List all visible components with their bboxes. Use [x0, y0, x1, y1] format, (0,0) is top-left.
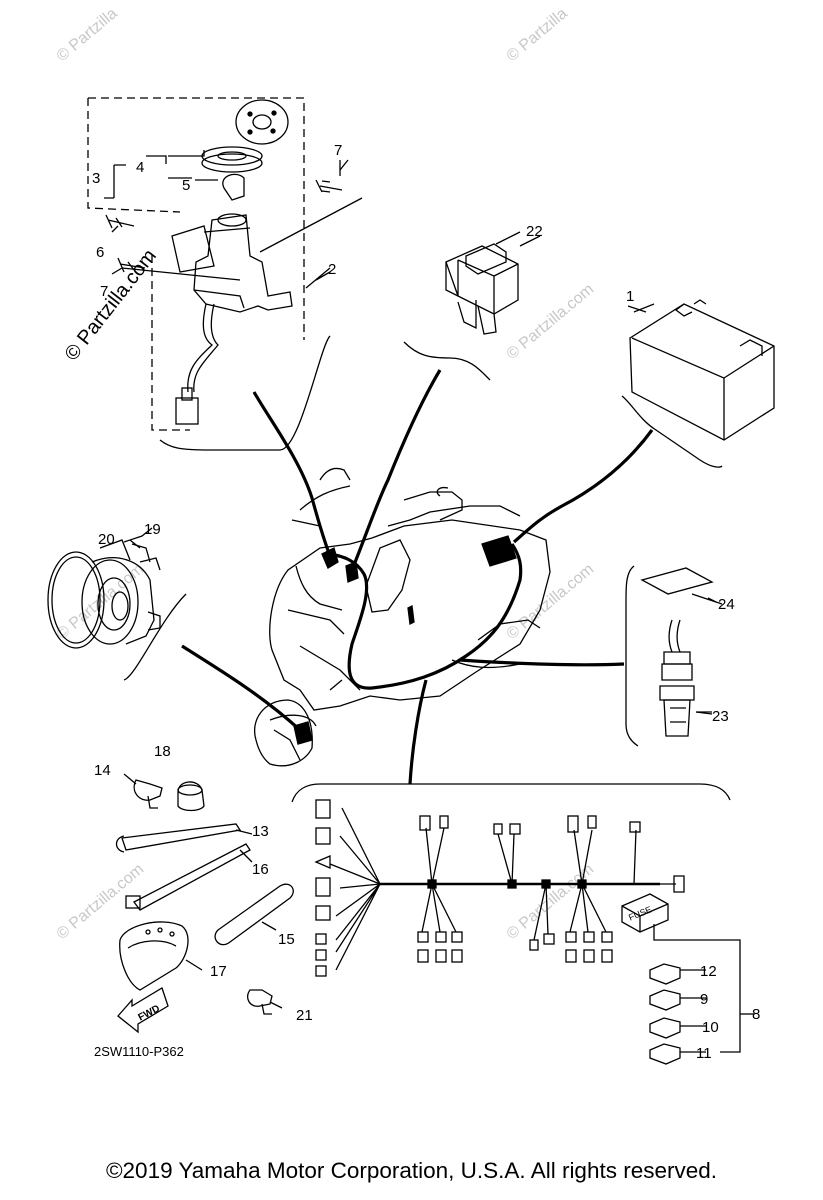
watermark: © Partzilla.com	[504, 561, 598, 643]
side-watermark: © Partzilla.com	[61, 245, 161, 365]
watermark: © Partzilla	[504, 5, 571, 65]
battery-1	[621, 299, 775, 468]
callout-5: 5	[182, 177, 190, 194]
callout-17: 17	[210, 963, 227, 980]
callout-15: 15	[278, 931, 295, 948]
main-switch-group	[87, 97, 363, 451]
diagram-code: 2SW1110-P362	[94, 1044, 184, 1059]
callout-19: 19	[144, 521, 161, 538]
fwd-label: FWD	[136, 1003, 161, 1023]
parts-diagram: © Partzilla © Partzilla © Partzilla.com …	[47, 5, 775, 1065]
callout-labels: 1 2 3 4 5 6 7 7 8 9 10 11 12 13 14 15 16…	[92, 142, 760, 1062]
callout-10: 10	[702, 1019, 719, 1036]
wire-harness: FUSE	[291, 783, 754, 1065]
callout-18: 18	[154, 743, 171, 760]
small-parts: FWD	[115, 773, 294, 1034]
callout-6: 6	[96, 244, 104, 261]
callout-11: 11	[696, 1045, 712, 1062]
callout-14: 14	[94, 762, 111, 779]
callout-4: 4	[136, 159, 144, 176]
callout-9: 9	[700, 991, 708, 1008]
copyright-notice: ©2019 Yamaha Motor Corporation, U.S.A. A…	[105, 1158, 718, 1183]
watermark: © Partzilla	[54, 5, 121, 65]
callout-2: 2	[328, 261, 336, 278]
callout-12: 12	[700, 963, 717, 980]
o2-sensor-group	[625, 565, 723, 747]
callout-8: 8	[752, 1006, 760, 1023]
callout-21: 21	[296, 1007, 313, 1024]
watermark: © Partzilla.com	[504, 861, 598, 943]
callout-7b: 7	[100, 283, 108, 300]
relay-22	[403, 231, 521, 381]
callout-16: 16	[252, 861, 269, 878]
callout-23: 23	[712, 708, 729, 725]
callout-20: 20	[98, 531, 115, 548]
callout-13: 13	[252, 823, 269, 840]
callout-3: 3	[92, 170, 100, 187]
callout-24: 24	[718, 596, 735, 613]
callout-22: 22	[526, 223, 543, 240]
callout-1: 1	[626, 288, 634, 305]
speed-sensor-group	[47, 527, 187, 681]
callout-7a: 7	[334, 142, 342, 159]
scooter	[181, 369, 654, 785]
